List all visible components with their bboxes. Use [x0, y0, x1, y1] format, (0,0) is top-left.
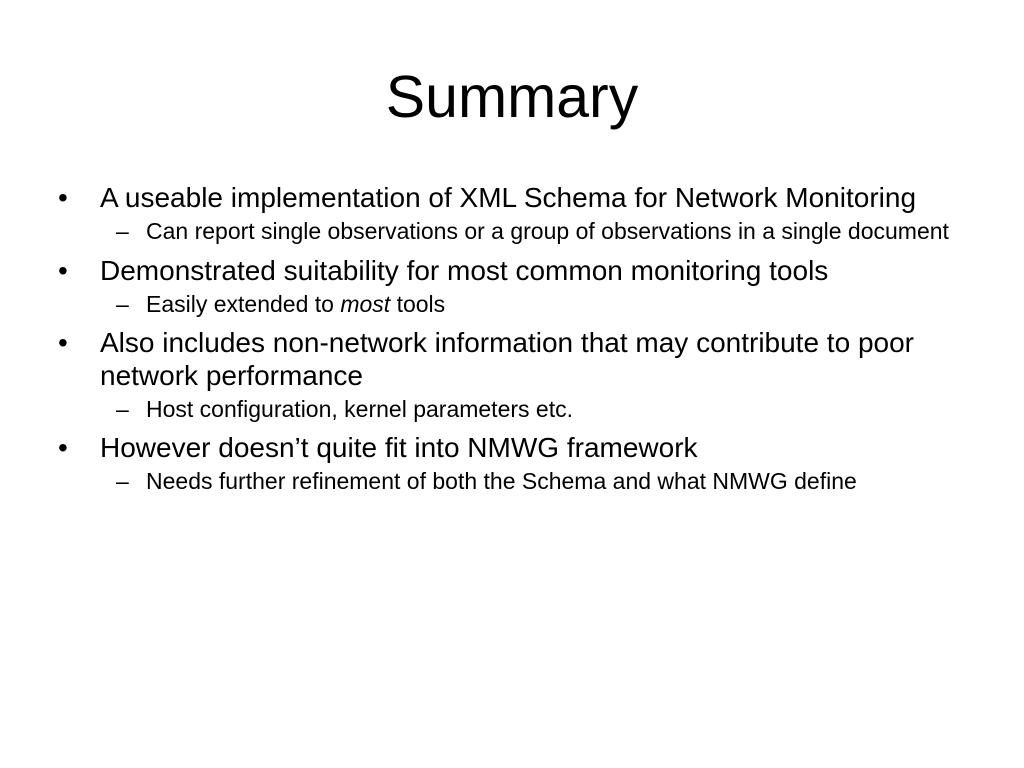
bullet-item: • However doesn’t quite fit into NMWG fr… [58, 431, 958, 464]
sub-bullet-marker: – [116, 396, 129, 422]
sub-bullet-text: Host configuration, kernel parameters et… [146, 396, 573, 422]
sub-bullet-marker: – [116, 468, 129, 494]
sub-bullet-item: – Can report single observations or a gr… [58, 218, 958, 245]
bullet-item: • Also includes non-network information … [58, 326, 958, 392]
bullet-text: However doesn’t quite fit into NMWG fram… [100, 432, 698, 463]
bullet-text: Demonstrated suitability for most common… [100, 255, 829, 286]
sub-bullet-marker: – [116, 218, 129, 244]
sub-bullet-text-after: tools [390, 291, 446, 317]
sub-bullet-marker: – [116, 291, 129, 317]
bullet-group: • Demonstrated suitability for most comm… [58, 254, 958, 318]
bullet-list: • A useable implementation of XML Schema… [58, 181, 958, 504]
sub-bullet-item: – Needs further refinement of both the S… [58, 468, 958, 495]
bullet-text: A useable implementation of XML Schema f… [100, 182, 917, 213]
bullet-item: • Demonstrated suitability for most comm… [58, 254, 958, 287]
bullet-group: • However doesn’t quite fit into NMWG fr… [58, 431, 958, 495]
bullet-marker: • [58, 255, 68, 286]
sub-bullet-text: Can report single observations or a grou… [146, 218, 949, 244]
sub-bullet-emphasis: most [340, 291, 391, 317]
slide-title: Summary [385, 64, 639, 130]
sub-bullet-text-before: Easily extended to [146, 291, 341, 317]
bullet-group: • A useable implementation of XML Schema… [58, 181, 958, 245]
sub-bullet-item: – Host configuration, kernel parameters … [58, 396, 958, 423]
sub-bullet-text: Needs further refinement of both the Sch… [146, 468, 857, 494]
bullet-marker: • [58, 327, 68, 358]
bullet-marker: • [58, 432, 68, 463]
sub-bullet-item: – Easily extended to most tools [58, 291, 958, 318]
bullet-group: • Also includes non-network information … [58, 326, 958, 423]
bullet-text: Also includes non-network information th… [100, 327, 914, 391]
bullet-item: • A useable implementation of XML Schema… [58, 181, 958, 214]
bullet-marker: • [58, 182, 68, 213]
